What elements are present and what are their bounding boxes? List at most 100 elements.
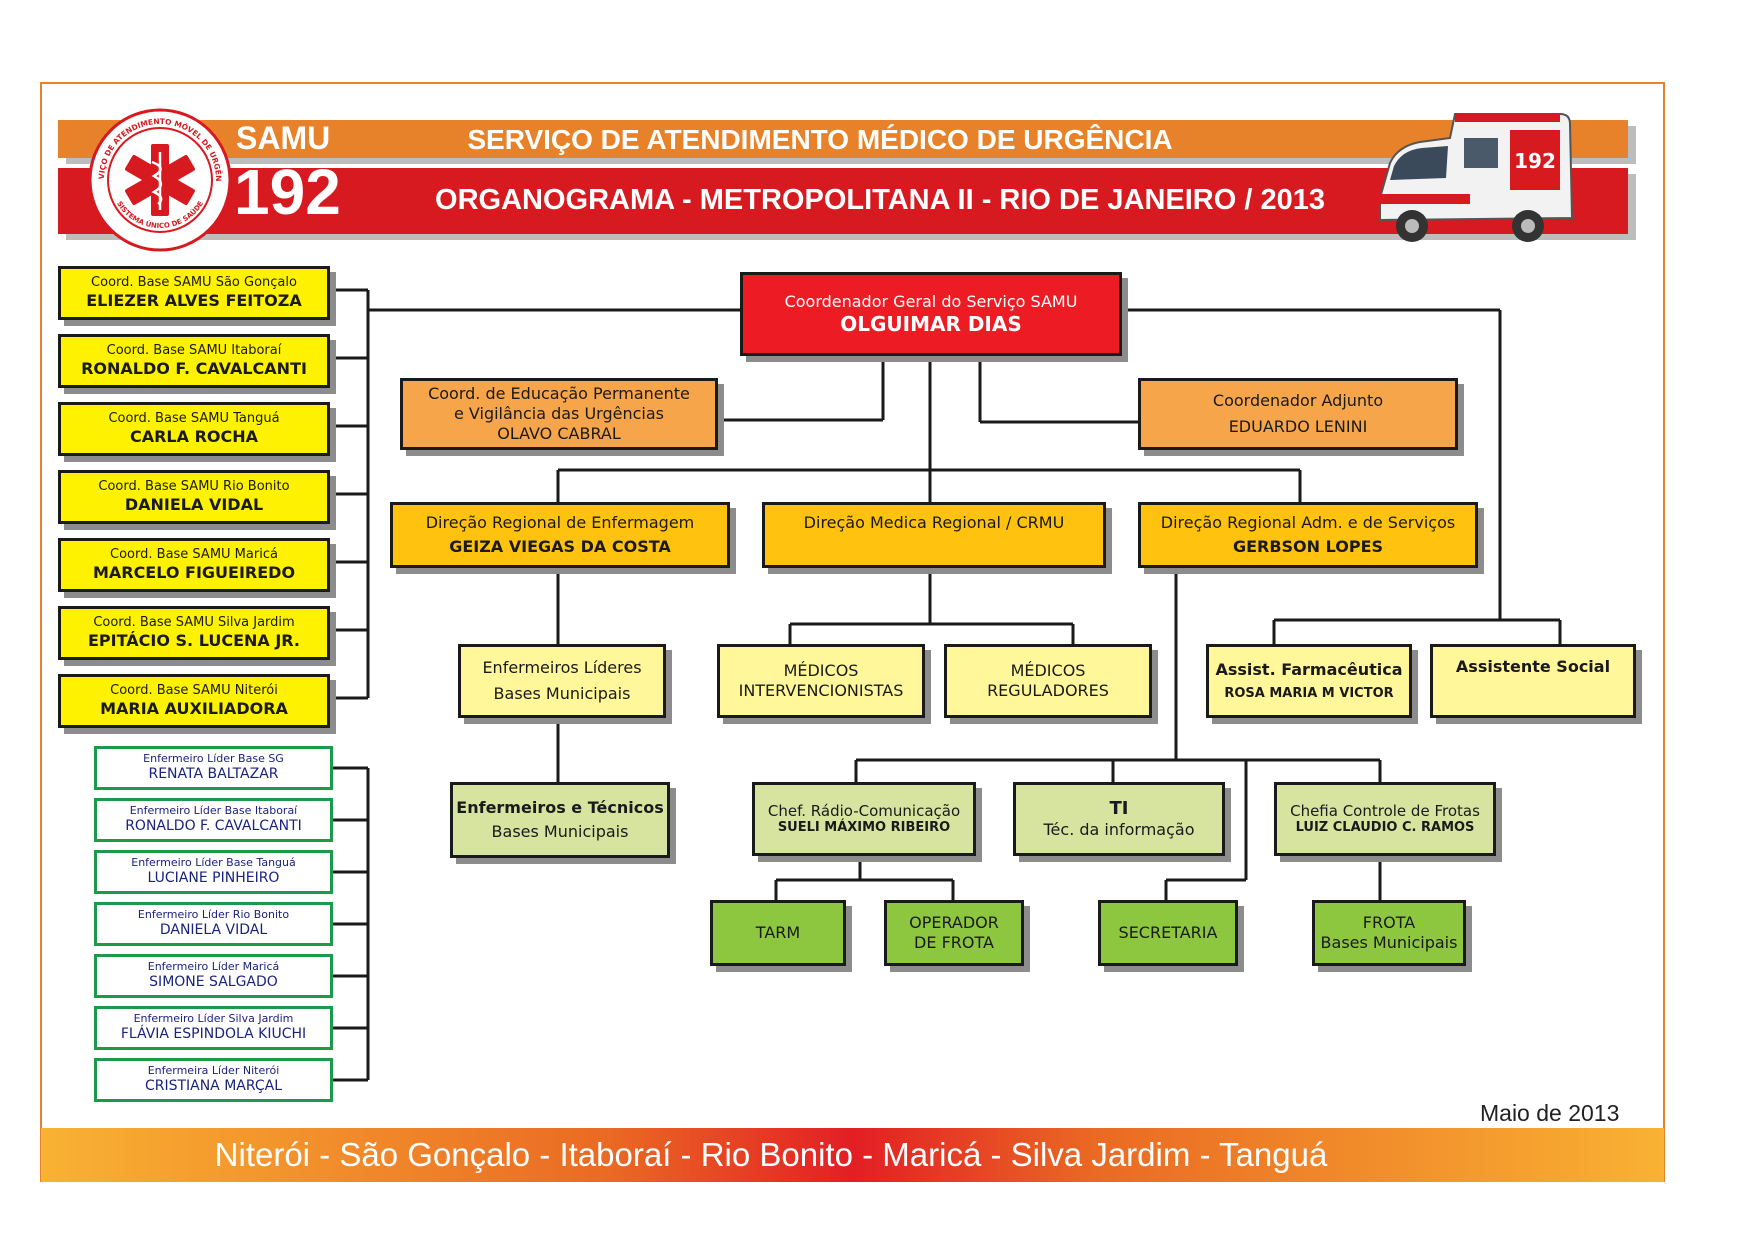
education-coordinator-box: Coord. de Educação Permanente e Vigilânc… [400, 378, 718, 450]
fleet-chief-title: Chefia Controle de Frotas [1290, 801, 1480, 820]
nursing-direction-title: Direção Regional de Enfermagem [425, 513, 695, 532]
footer-municipalities: Niterói - São Gonçalo - Itaboraí - Rio B… [214, 1136, 1328, 1173]
medical-direction-box: Direção Medica Regional / CRMU [762, 502, 1106, 568]
nurse-leaders-line2: Bases Municipais [493, 684, 631, 703]
doctors-intervention-line1: MÉDICOS [783, 661, 859, 680]
doctors-intervention-line2: INTERVENCIONISTAS [738, 681, 904, 700]
doctors-regulators-line2: REGULADORES [987, 681, 1109, 700]
medical-direction-title: Direção Medica Regional / CRMU [803, 513, 1065, 532]
tarm-box: TARM [710, 900, 846, 966]
education-line1: Coord. de Educação Permanente [428, 384, 690, 403]
base-coordinator-title: Coord. Base SAMU Tanguá [108, 410, 280, 426]
fleet-operator-line2: DE FROTA [914, 933, 994, 952]
nurse-leaders-box: Enfermeiros Líderes Bases Municipais [458, 644, 666, 718]
fleet-operator-box: OPERADOR DE FROTA [884, 900, 1024, 966]
base-coordinator-box: Coord. Base SAMU São Gonçalo ELIEZER ALV… [58, 266, 330, 320]
base-coordinator-name: MARCELO FIGUEIREDO [92, 563, 296, 583]
footer-bar [41, 1128, 1664, 1182]
nurse-leader-box: Enfermeira Líder Niterói CRISTIANA MARÇA… [94, 1058, 333, 1102]
nursing-direction-name: GEIZA VIEGAS DA COSTA [449, 537, 671, 556]
fleet-chief-name: LUIZ CLAUDIO C. RAMOS [1295, 820, 1475, 836]
nurse-leader-box: Enfermeiro Líder Maricá SIMONE SALGADO [94, 954, 333, 998]
base-coordinator-box: Coord. Base SAMU Silva Jardim EPITÁCIO S… [58, 606, 330, 660]
base-coordinator-title: Coord. Base SAMU Maricá [110, 546, 278, 562]
base-coordinator-box: Coord. Base SAMU Niterói MARIA AUXILIADO… [58, 674, 330, 728]
nurse-leader-title: Enfermeira Líder Niterói [147, 1064, 280, 1078]
fleet-chief-box: Chefia Controle de Frotas LUIZ CLAUDIO C… [1274, 782, 1496, 856]
nurse-leader-box: Enfermeiro Líder Base Itaboraí RONALDO F… [94, 798, 333, 842]
pharmacist-title: Assist. Farmacêutica [1215, 659, 1403, 679]
samu-logo-number: 192 [234, 156, 341, 228]
general-coordinator-title: Coordenador Geral do Serviço SAMU [784, 291, 1078, 311]
it-subtitle: Téc. da informação [1043, 820, 1195, 840]
pharmacist-name: ROSA MARIA M VICTOR [1224, 685, 1394, 701]
header-title-bar [58, 120, 1628, 158]
admin-direction-box: Direção Regional Adm. e de Serviços GERB… [1138, 502, 1478, 568]
it-box: TI Téc. da informação [1013, 782, 1225, 856]
ambulance-icon: 192 [1379, 113, 1574, 242]
nurse-leader-name: FLÁVIA ESPINDOLA KIUCHI [120, 1026, 307, 1043]
nurses-techs-line2: Bases Municipais [491, 822, 629, 841]
nurse-leader-title: Enfermeiro Líder Silva Jardim [133, 1012, 294, 1026]
general-coordinator-box: Coordenador Geral do Serviço SAMU OLGUIM… [740, 272, 1122, 356]
nurses-techs-box: Enfermeiros e Técnicos Bases Municipais [450, 782, 670, 858]
samu-logo-word: SAMU [236, 120, 331, 156]
adjunct-coordinator-box: Coordenador Adjunto EDUARDO LENINI [1138, 378, 1458, 450]
base-coordinator-box: Coord. Base SAMU Itaboraí RONALDO F. CAV… [58, 334, 330, 388]
nursing-direction-box: Direção Regional de Enfermagem GEIZA VIE… [390, 502, 730, 568]
nurse-leader-title: Enfermeiro Líder Base SG [143, 752, 284, 766]
base-coordinator-box: Coord. Base SAMU Maricá MARCELO FIGUEIRE… [58, 538, 330, 592]
social-assistant-title: Assistente Social [1455, 657, 1611, 676]
ambulance-number: 192 [1514, 149, 1556, 173]
base-coordinator-name: CARLA ROCHA [129, 427, 259, 447]
nurse-leader-name: LUCIANE PINHEIRO [147, 870, 280, 887]
nurse-leader-box: Enfermeiro Líder Base Tanguá LUCIANE PIN… [94, 850, 333, 894]
education-name: OLAVO CABRAL [497, 424, 621, 443]
radio-chief-box: Chef. Rádio-Comunicação SUELI MÁXIMO RIB… [752, 782, 976, 856]
fleet-box: FROTA Bases Municipais [1312, 900, 1466, 966]
nurse-leader-name: RONALDO F. CAVALCANTI [125, 818, 302, 835]
it-title: TI [1109, 797, 1129, 819]
nurse-leader-title: Enfermeiro Líder Rio Bonito [137, 908, 290, 922]
page-title: SERVIÇO DE ATENDIMENTO MÉDICO DE URGÊNCI… [467, 124, 1173, 155]
base-coordinator-title: Coord. Base SAMU Itaboraí [106, 342, 282, 358]
tarm-label: TARM [755, 923, 801, 942]
doctors-intervention-box: MÉDICOS INTERVENCIONISTAS [717, 644, 925, 718]
radio-chief-title: Chef. Rádio-Comunicação [767, 801, 961, 820]
base-coordinator-box: Coord. Base SAMU Tanguá CARLA ROCHA [58, 402, 330, 456]
nurse-leader-title: Enfermeiro Líder Maricá [147, 960, 280, 974]
samu-logo-emblem: SERVIÇO DE ATENDIMENTO MÓVEL DE URGÊNCIA… [88, 108, 232, 252]
nurse-leader-box: Enfermeiro Líder Rio Bonito DANIELA VIDA… [94, 902, 333, 946]
nurse-leader-box: Enfermeiro Líder Base SG RENATA BALTAZAR [94, 746, 333, 790]
nurse-leader-name: CRISTIANA MARÇAL [144, 1078, 283, 1095]
nurses-techs-line1: Enfermeiros e Técnicos [456, 798, 664, 817]
nurse-leader-title: Enfermeiro Líder Base Tanguá [131, 856, 296, 870]
doctors-regulators-box: MÉDICOS REGULADORES [944, 644, 1152, 718]
base-coordinator-name: ELIEZER ALVES FEITOZA [86, 291, 302, 311]
nurse-leader-title: Enfermeiro Líder Base Itaboraí [129, 804, 298, 818]
secretary-box: SECRETARIA [1098, 900, 1238, 966]
fleet-line2: Bases Municipais [1320, 933, 1458, 952]
nurse-leader-name: DANIELA VIDAL [159, 922, 268, 939]
base-coordinator-title: Coord. Base SAMU Rio Bonito [98, 478, 290, 494]
nurse-leaders-line1: Enfermeiros Líderes [482, 658, 642, 677]
date-note: Maio de 2013 [1480, 1100, 1620, 1126]
admin-direction-title: Direção Regional Adm. e de Serviços [1160, 513, 1456, 532]
admin-direction-name: GERBSON LOPES [1232, 537, 1384, 556]
nurse-leader-box: Enfermeiro Líder Silva Jardim FLÁVIA ESP… [94, 1006, 333, 1050]
base-coordinator-title: Coord. Base SAMU São Gonçalo [91, 274, 297, 290]
fleet-operator-line1: OPERADOR [909, 913, 999, 932]
adjunct-name: EDUARDO LENINI [1228, 417, 1368, 436]
pharmacist-box: Assist. Farmacêutica ROSA MARIA M VICTOR [1206, 644, 1412, 718]
social-assistant-box: Assistente Social [1430, 644, 1636, 718]
base-coordinator-title: Coord. Base SAMU Niterói [110, 682, 278, 698]
radio-chief-name: SUELI MÁXIMO RIBEIRO [777, 820, 951, 836]
adjunct-title: Coordenador Adjunto [1212, 391, 1384, 410]
base-coordinator-name: RONALDO F. CAVALCANTI [81, 359, 307, 379]
base-coordinator-title: Coord. Base SAMU Silva Jardim [93, 614, 295, 630]
header-subtitle-bar [58, 168, 1628, 234]
doctors-regulators-line1: MÉDICOS [1010, 661, 1086, 680]
education-line2: e Vigilância das Urgências [453, 404, 664, 423]
nurse-leader-name: SIMONE SALGADO [149, 974, 278, 991]
base-coordinator-name: MARIA AUXILIADORA [100, 699, 288, 719]
